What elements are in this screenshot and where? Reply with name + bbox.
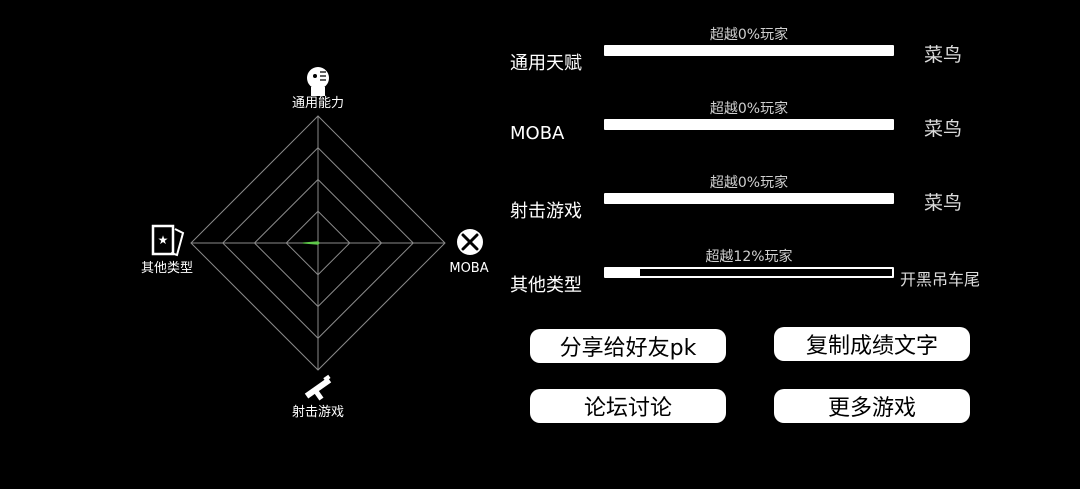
stat-percentile-text: 超越0%玩家 <box>709 27 789 43</box>
stat-progress-bar <box>604 267 894 278</box>
stat-percentile-text: 超越12%玩家 <box>705 249 793 265</box>
radar-axis-label-shooter: 射击游戏 <box>292 404 344 420</box>
stat-category-label: MOBA <box>510 123 565 144</box>
stat-progress-bar <box>604 119 894 130</box>
stat-rank: 菜鸟 <box>924 192 963 214</box>
sword-shield-icon <box>457 229 483 255</box>
card-icon: ★ <box>151 224 185 257</box>
stat-category-label: 其他类型 <box>510 275 582 296</box>
rifle-icon <box>304 374 332 401</box>
stat-progress-bar <box>604 193 894 204</box>
stat-rank: 菜鸟 <box>924 44 963 66</box>
stat-row-other: 其他类型 超越12%玩家 开黑吊车尾 <box>510 246 1070 306</box>
stat-progress-bar <box>604 45 894 56</box>
stat-category-label: 射击游戏 <box>510 201 582 222</box>
stat-rank: 菜鸟 <box>924 118 963 140</box>
share-pk-button[interactable]: 分享给好友pk <box>530 329 726 363</box>
stat-row-general: 通用天赋 超越0%玩家 菜鸟 <box>510 24 1070 84</box>
radar-score-area <box>302 241 320 245</box>
stat-rank: 开黑吊车尾 <box>900 270 981 289</box>
stat-percentile-text: 超越0%玩家 <box>709 101 789 117</box>
radar-axis-label-general: 通用能力 <box>292 96 344 111</box>
stat-category-label: 通用天赋 <box>510 53 582 74</box>
stat-row-shooter: 射击游戏 超越0%玩家 菜鸟 <box>510 172 1070 232</box>
radar-axis-label-moba: MOBA <box>449 261 488 276</box>
stat-percentile-text: 超越0%玩家 <box>709 175 789 191</box>
forum-button[interactable]: 论坛讨论 <box>530 389 726 423</box>
robot-head-icon <box>307 67 329 96</box>
radar-chart: 通用能力 MOBA 射击游戏 ★ 其他类型 <box>141 67 489 420</box>
svg-text:★: ★ <box>158 233 169 247</box>
copy-result-button[interactable]: 复制成绩文字 <box>774 327 970 361</box>
radar-axis-label-other: 其他类型 <box>141 261 193 276</box>
stat-row-moba: MOBA 超越0%玩家 菜鸟 <box>510 98 1070 158</box>
more-games-button[interactable]: 更多游戏 <box>774 389 970 423</box>
